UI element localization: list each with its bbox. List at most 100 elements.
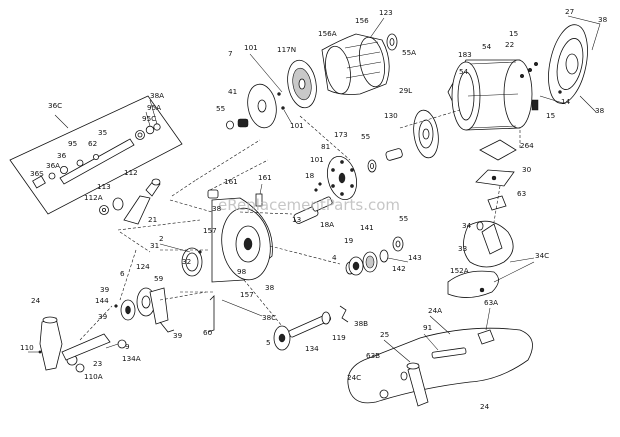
leader-134a bbox=[105, 343, 119, 349]
part-label-l-18: 18 bbox=[305, 171, 315, 180]
handle-24 bbox=[39, 317, 63, 371]
washer-142 bbox=[379, 249, 389, 263]
gear-5-hub bbox=[278, 333, 286, 343]
part-label-l-156a: 156A bbox=[318, 29, 337, 38]
part-label-l-39a: 39 bbox=[100, 285, 110, 294]
part-label-l-55b: 55 bbox=[216, 104, 225, 113]
part-label-l-81: 81 bbox=[321, 142, 330, 151]
part-label-l-101a: 101 bbox=[244, 43, 258, 52]
frame-bar-1 bbox=[469, 61, 517, 65]
plate-264 bbox=[479, 139, 517, 161]
drag-washer-29l bbox=[367, 109, 439, 173]
crank-arm bbox=[61, 333, 111, 361]
part-label-l-36s: 36S bbox=[30, 169, 44, 178]
bolt-34-head bbox=[476, 221, 484, 231]
part-label-l-173: 173 bbox=[334, 130, 348, 139]
part-label-l-23: 23 bbox=[93, 359, 102, 368]
part-label-l-24b: 24 bbox=[480, 402, 490, 411]
clamp-24-outline bbox=[347, 327, 533, 404]
washer-110a bbox=[75, 363, 85, 373]
dash-lever-2 bbox=[119, 231, 151, 253]
part-label-l-62: 62 bbox=[88, 139, 97, 148]
spring-60 bbox=[207, 295, 215, 333]
housing-38-hub bbox=[243, 237, 253, 251]
gear-81-holes bbox=[331, 160, 354, 196]
dash-7 bbox=[119, 249, 137, 301]
leader-38a bbox=[149, 99, 158, 125]
leader-38c bbox=[579, 95, 597, 113]
part-label-l-54b: 54 bbox=[459, 67, 469, 76]
part-label-l-55c: 55 bbox=[361, 132, 370, 141]
pin-101b bbox=[281, 106, 285, 110]
part-label-l-117n: 117N bbox=[277, 45, 296, 54]
part-label-l-161b: 161 bbox=[258, 173, 272, 182]
part-label-l-161a: 161 bbox=[224, 177, 238, 186]
frame-bar-3 bbox=[467, 93, 519, 97]
part-label-l-21: 21 bbox=[148, 215, 157, 224]
bearing-stack bbox=[345, 236, 409, 276]
bearing-36 bbox=[60, 165, 69, 174]
leader-14 bbox=[539, 95, 567, 105]
part-label-l-55a: 55A bbox=[402, 48, 416, 57]
leader-143 bbox=[387, 257, 409, 263]
part-label-l-31: 31 bbox=[150, 241, 159, 250]
part-label-l-113: 113 bbox=[97, 182, 111, 191]
bearing-55c-inner bbox=[369, 162, 374, 169]
dash-12 bbox=[493, 185, 501, 223]
assembly-lines bbox=[79, 109, 521, 341]
leader-91 bbox=[423, 333, 439, 351]
part-label-l-36a: 36A bbox=[46, 161, 60, 170]
dash-9 bbox=[299, 115, 351, 161]
part-label-l-30: 30 bbox=[522, 165, 532, 174]
spool-stripe-3 bbox=[346, 61, 382, 69]
leader-38b bbox=[567, 15, 601, 51]
spring-38b2 bbox=[339, 305, 349, 323]
screw-112a-hole bbox=[102, 207, 107, 212]
leader-101a bbox=[249, 53, 283, 93]
dash-2 bbox=[209, 159, 269, 191]
gear-141-inner bbox=[365, 255, 375, 269]
part-label-l-95: 95 bbox=[68, 139, 77, 148]
part-label-l-110: 110 bbox=[20, 343, 34, 352]
spool-stripe-1 bbox=[344, 41, 379, 49]
pin-22b bbox=[533, 61, 539, 67]
part-label-l-29l: 29L bbox=[399, 86, 412, 95]
part-label-l-7: 7 bbox=[228, 49, 233, 58]
dash-lever bbox=[117, 219, 201, 231]
part-label-l-130: 130 bbox=[384, 111, 398, 120]
pin-39 bbox=[114, 304, 118, 308]
leader-25 bbox=[383, 339, 411, 363]
part-label-l-2: 2 bbox=[159, 234, 164, 243]
dash-3 bbox=[239, 211, 293, 215]
part-36c-panel bbox=[9, 95, 183, 215]
pin-22 bbox=[527, 67, 533, 73]
post-25 bbox=[407, 363, 429, 407]
part-label-l-142: 142 bbox=[392, 264, 406, 273]
part-label-l-63a: 63 bbox=[517, 189, 526, 198]
part-label-l-123: 123 bbox=[379, 8, 393, 17]
dash-8 bbox=[159, 291, 207, 301]
part-label-l-22: 22 bbox=[505, 40, 514, 49]
part-label-l-110a: 110A bbox=[84, 372, 103, 381]
bolt-34 bbox=[481, 223, 503, 255]
panel-36c-outline bbox=[9, 95, 183, 215]
nut-63b bbox=[400, 371, 408, 381]
rod-clamp-34c bbox=[447, 220, 535, 298]
nut-33 bbox=[479, 287, 485, 293]
spacer-130 bbox=[385, 148, 403, 161]
post-25-top bbox=[406, 362, 420, 370]
part-label-l-38b2: 38B bbox=[354, 319, 368, 328]
part-label-l-101c: 101 bbox=[310, 155, 324, 164]
leader-123 bbox=[369, 17, 385, 39]
part-label-l-38e: 38 bbox=[265, 283, 275, 292]
watermark: eReplacementParts.com bbox=[218, 196, 400, 214]
part-label-l-36: 36 bbox=[57, 151, 67, 160]
dash-4 bbox=[269, 245, 341, 265]
leader-38c2 bbox=[221, 299, 263, 317]
dash-10 bbox=[399, 109, 461, 129]
part-label-l-4: 4 bbox=[332, 253, 337, 262]
clip-15b bbox=[531, 99, 539, 111]
part-label-l-5: 5 bbox=[266, 338, 271, 347]
